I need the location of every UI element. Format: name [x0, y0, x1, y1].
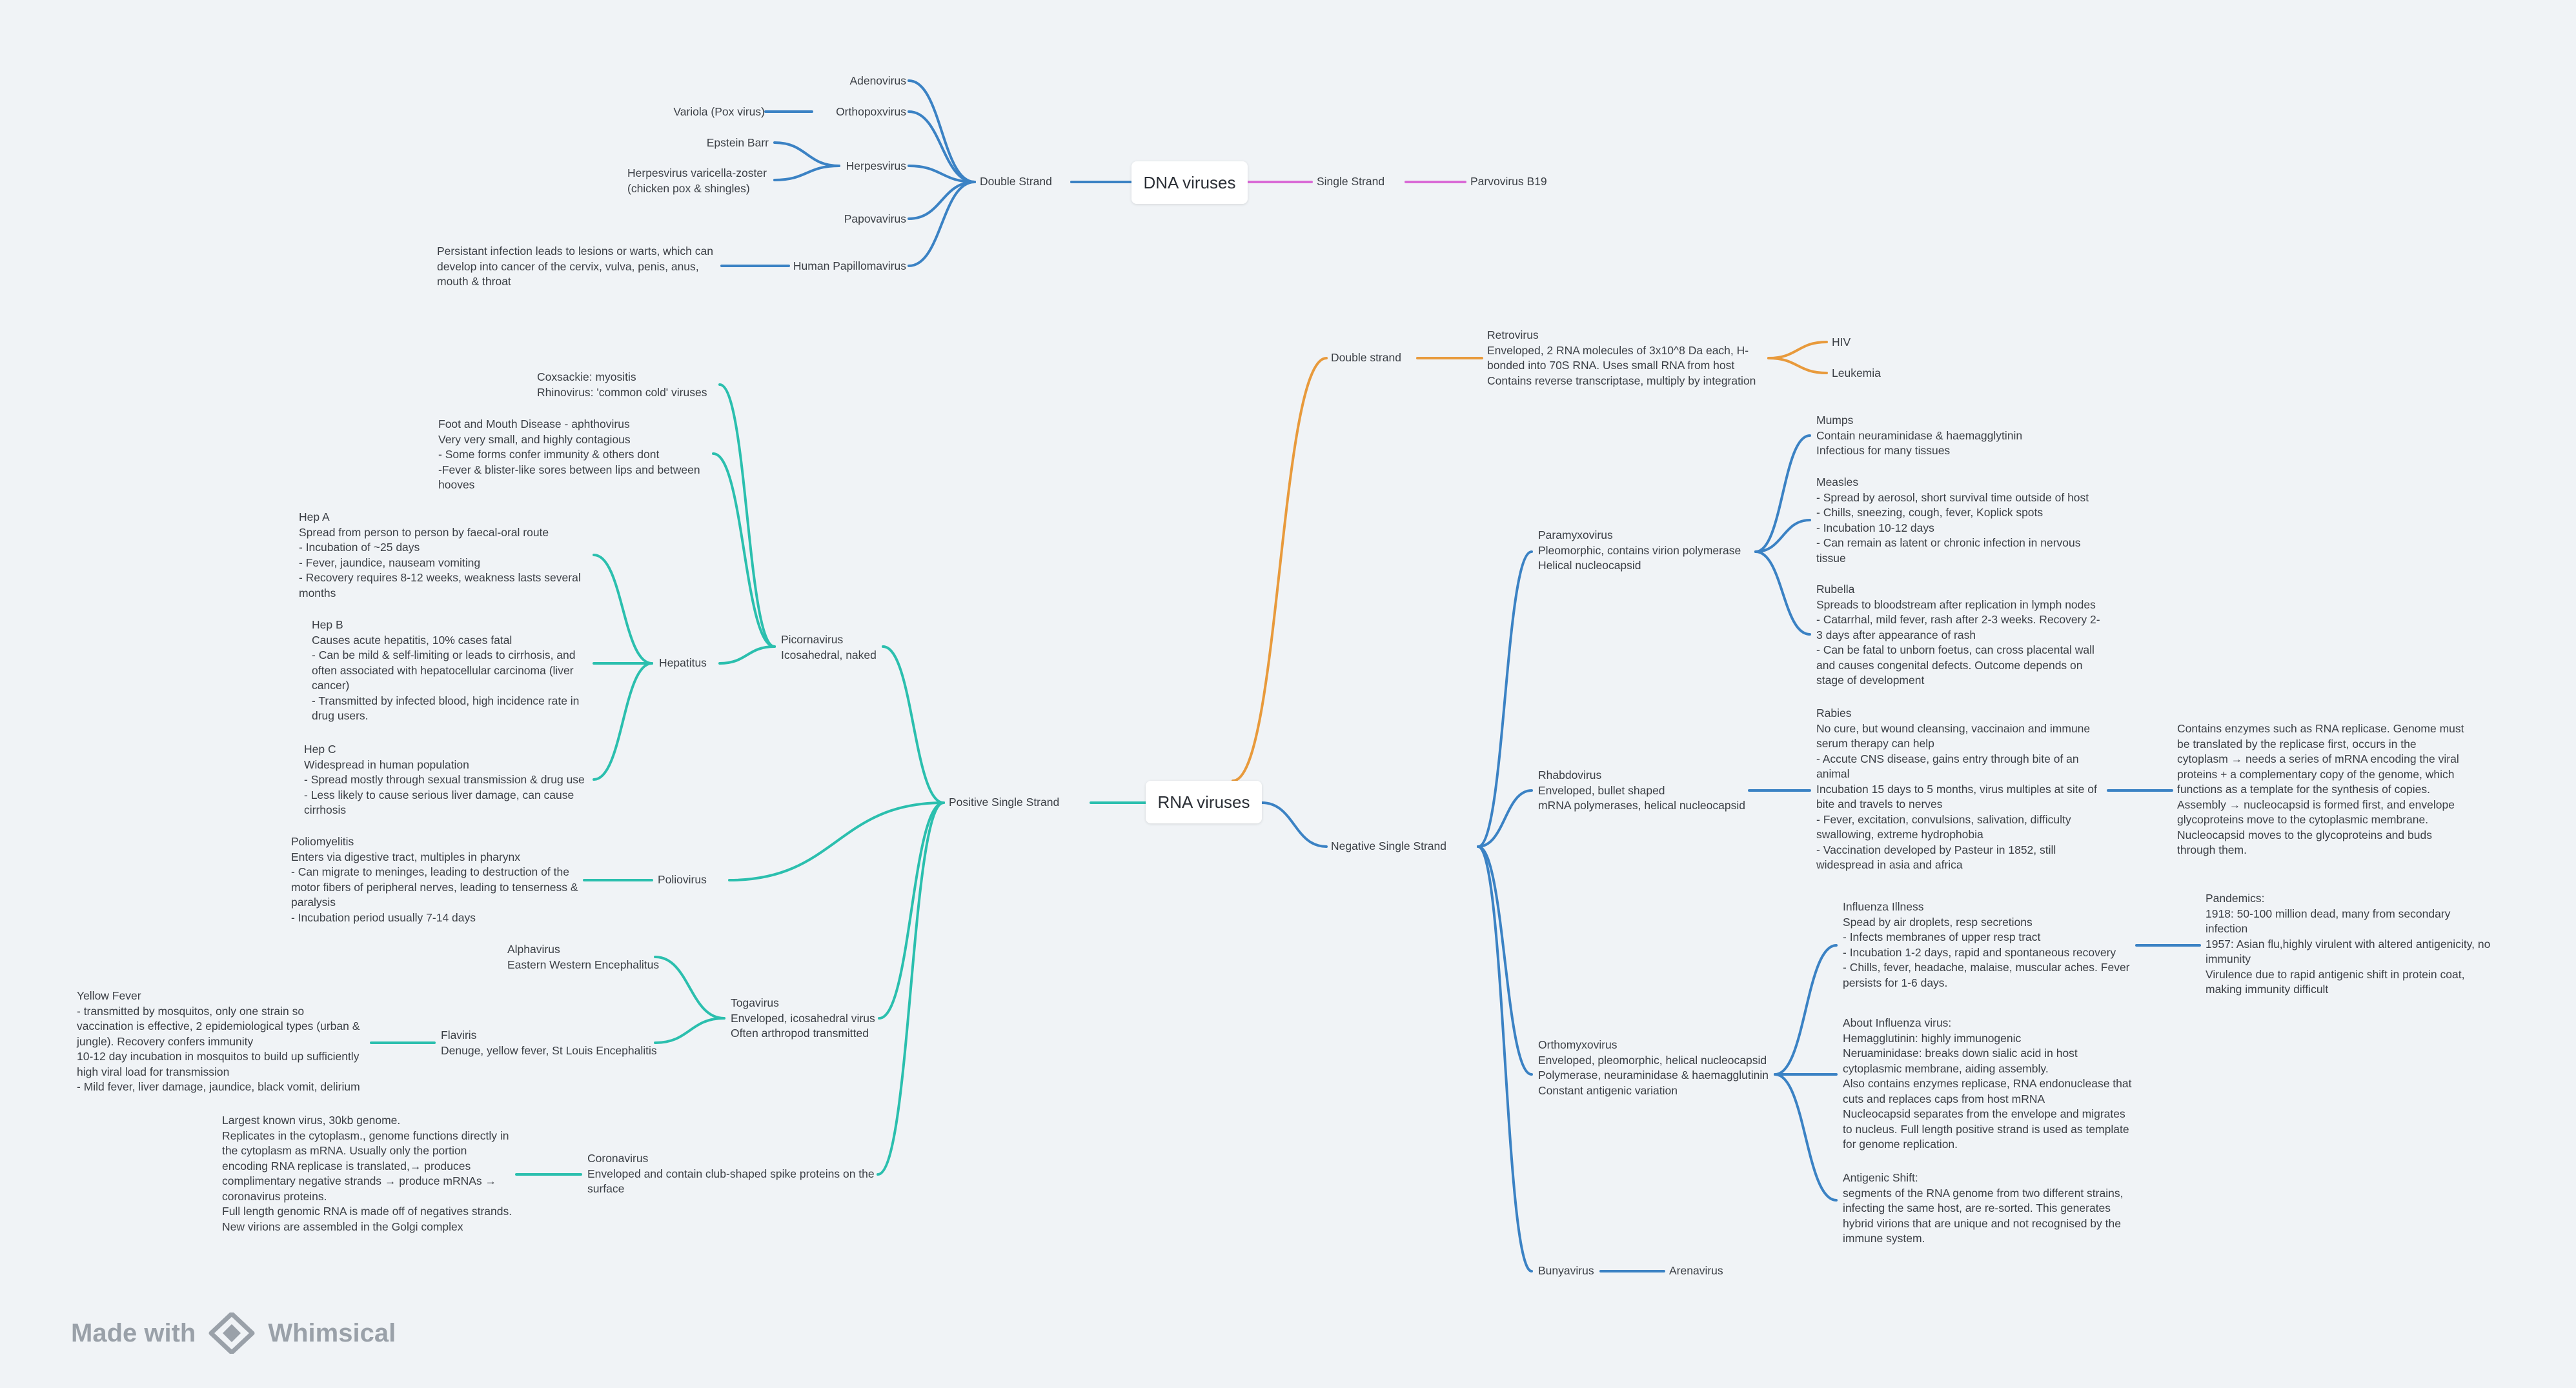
hiv[interactable]: HIV [1832, 336, 1851, 348]
connector-positive-corona [877, 801, 945, 1176]
human-papillomavirus[interactable]: Human Papillomavirus [793, 259, 906, 272]
connector-positive-picorna [882, 645, 945, 804]
connector-negative-rhabdo [1477, 789, 1533, 848]
paramyxovirus[interactable]: Paramyxovirus Pleomorphic, contains viri… [1538, 528, 1741, 572]
arenavirus[interactable]: Arenavirus [1669, 1264, 1723, 1277]
connector-double-herpes [908, 165, 976, 183]
adenovirus[interactable]: Adenovirus [849, 74, 906, 87]
connector-toga-flaviris [654, 1017, 725, 1044]
connector-positive-polio [728, 801, 945, 881]
connector-negative-paramyxo [1477, 550, 1533, 848]
rubella[interactable]: Rubella Spreads to bloodstream after rep… [1816, 583, 2100, 687]
herpes-varicella[interactable]: Herpesvirus varicella-zoster (chicken po… [627, 166, 767, 195]
connector-paramyxo-rubella [1754, 550, 1811, 636]
connector-picorna-coxsackie [718, 383, 776, 648]
flaviris[interactable]: Flaviris Denuge, yellow fever, St Louis … [441, 1029, 657, 1057]
connector-positive-toga [878, 801, 945, 1020]
connector-negative-bunya [1477, 845, 1533, 1272]
connector-picorna-hepatitus [718, 645, 776, 665]
coronavirus[interactable]: Coronavirus Enveloped and contain club-s… [587, 1152, 875, 1195]
measles[interactable]: Measles - Spread by aerosol, short survi… [1816, 476, 2089, 565]
connector-double-hpv [908, 181, 976, 267]
connector-rna-double [1232, 357, 1328, 782]
connector-herpes-epstein [773, 141, 840, 167]
connector-hepatitus-hepc [593, 662, 653, 781]
alphavirus[interactable]: Alphavirus Eastern Western Encephalitus [507, 943, 660, 971]
hep-c[interactable]: Hep C Widespread in human population - S… [304, 743, 585, 816]
coxsackie[interactable]: Coxsackie: myositis Rhinovirus: 'common … [537, 370, 707, 399]
yellow-fever: Yellow Fever - transmitted by mosquitos,… [77, 989, 360, 1093]
influenza-illness[interactable]: Influenza Illness Spead by air droplets,… [1843, 900, 2130, 989]
rabies-replication-note: Contains enzymes such as RNA replicase. … [2177, 722, 2464, 856]
foot-and-mouth[interactable]: Foot and Mouth Disease - aphthovirus Ver… [438, 417, 700, 491]
connector-double-orthopox [908, 110, 976, 183]
connector-paramyxo-measles [1754, 519, 1811, 553]
brand-prefix: Made with [71, 1318, 196, 1347]
connector-orthomyxo-influenza [1774, 944, 1838, 1076]
togavirus[interactable]: Togavirus Enveloped, icosahedral virus O… [731, 996, 875, 1040]
dna-single-strand[interactable]: Single Strand [1317, 175, 1385, 188]
orthomyxovirus[interactable]: Orthomyxovirus Enveloped, pleomorphic, h… [1538, 1038, 1769, 1097]
connector-retro-leukemia [1767, 357, 1828, 374]
dna-double-strand[interactable]: Double Strand [980, 175, 1052, 188]
rhabdovirus[interactable]: Rhabdovirus Enveloped, bullet shaped mRN… [1538, 769, 1745, 812]
bunyavirus[interactable]: Bunyavirus [1538, 1264, 1594, 1277]
leukemia[interactable]: Leukemia [1832, 367, 1881, 379]
connector-retro-hiv [1767, 341, 1828, 359]
papovavirus[interactable]: Papovavirus [844, 212, 906, 225]
parvovirus-b19[interactable]: Parvovirus B19 [1470, 175, 1547, 188]
antigenic-shift[interactable]: Antigenic Shift: segments of the RNA gen… [1843, 1171, 2124, 1245]
poliomyelitis: Poliomyelitis Enters via digestive tract… [291, 835, 578, 924]
negative-single-strand[interactable]: Negative Single Strand [1331, 840, 1446, 852]
rna-viruses-node[interactable]: RNA viruses [1146, 781, 1262, 823]
brand-name: Whimsical [268, 1318, 396, 1347]
rabies[interactable]: Rabies No cure, but wound cleansing, vac… [1816, 707, 2097, 871]
connector-toga-alpha [654, 956, 725, 1020]
picornavirus[interactable]: Picornavirus Icosahedral, naked [781, 633, 877, 661]
connector-paramyxo-mumps [1754, 434, 1811, 553]
connector-picorna-fmd [712, 452, 776, 648]
about-influenza-virus[interactable]: About Influenza virus: Hemagglutinin: hi… [1843, 1016, 2132, 1151]
pandemics: Pandemics: 1918: 50-100 million dead, ma… [2206, 892, 2491, 996]
herpesvirus[interactable]: Herpesvirus [846, 159, 906, 172]
connector-negative-orthomyxo [1477, 845, 1533, 1076]
hep-b[interactable]: Hep B Causes acute hepatitis, 10% cases … [312, 618, 580, 722]
connector-orthomyxo-shift [1774, 1073, 1838, 1202]
connector-rna-negative [1261, 801, 1328, 848]
connector-hepatitus-hepa [593, 554, 653, 665]
orthopoxvirus[interactable]: Orthopoxvirus [836, 105, 906, 118]
variola[interactable]: Variola (Pox virus) [673, 105, 765, 118]
whimsical-logo-icon [208, 1313, 255, 1354]
hep-a[interactable]: Hep A Spread from person to person by fa… [299, 510, 581, 599]
rna-double-strand[interactable]: Double strand [1331, 351, 1401, 364]
dna-viruses-node[interactable]: DNA viruses [1131, 161, 1248, 204]
connector-double-papova [908, 181, 976, 220]
made-with-whimsical-badge[interactable]: Made with Whimsical [71, 1311, 396, 1356]
coronavirus-note: Largest known virus, 30kb genome. Replic… [222, 1114, 512, 1233]
poliovirus[interactable]: Poliovirus [658, 873, 707, 886]
positive-single-strand[interactable]: Positive Single Strand [949, 796, 1060, 809]
hepatitus[interactable]: Hepatitus [659, 656, 707, 669]
mumps[interactable]: Mumps Contain neuraminidase & haemagglyt… [1816, 414, 2023, 457]
epstein-barr[interactable]: Epstein Barr [706, 136, 769, 149]
hpv-note: Persistant infection leads to lesions or… [437, 245, 713, 288]
retrovirus[interactable]: Retrovirus Enveloped, 2 RNA molecules of… [1487, 328, 1756, 387]
connector-herpes-varicella [773, 165, 840, 181]
